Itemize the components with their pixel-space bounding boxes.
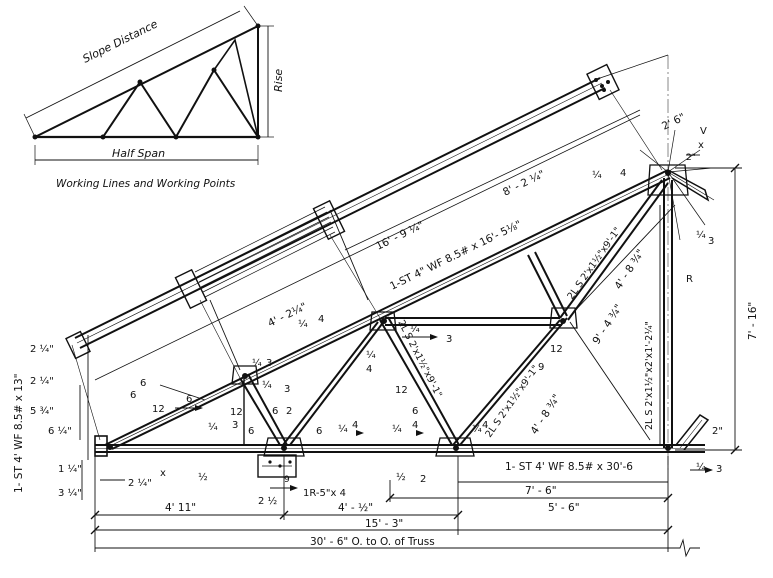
mark-quarter-2: ¼ [298,318,308,330]
dim-web-4-8-b: 4' - 8 ¾" [528,392,563,436]
mark-12-4: 12 [152,404,165,415]
dim-7-6: 7' - 6" [525,485,557,497]
dim-5-6: 5' - 6" [548,502,580,514]
mark-6-1: 6 [248,426,254,437]
mark-quarter-11: ¼ [696,229,706,241]
dim-4-half: 4' - ½" [338,502,373,514]
mark-6-5: 6 [186,394,192,405]
working-lines-inset [23,5,274,165]
mark-quarter-9: ¼ [392,423,402,435]
mark-half-1: ½ [198,471,208,483]
dim-web-9-4: 9' - 4 ¾" [590,302,625,346]
mark-2-1: 2 [286,406,292,417]
dim-left-2-b: 2 ¼" [30,375,54,387]
slope-distance-label: Slope Distance [81,17,160,65]
inset-caption: Working Lines and Working Points [56,178,236,190]
mark-4-2: 4 [318,314,324,325]
dim-left-3: 3 ¼" [58,487,82,499]
dimension-ticks [90,163,740,535]
dim-15-3: 15' - 3" [365,518,403,530]
mark-quarter-4: ¼ [366,349,376,361]
dim-left-1: 1 ¼" [58,463,82,475]
mark-quarter-1: ¼ [592,169,602,181]
mark-4-6: 4 [482,420,488,431]
mark-quarter-12: ¼ [696,461,706,473]
mark-6-7: 6 [130,390,136,401]
dim-2-6: 2' 6" [660,111,687,132]
mark-4-4: 4 [352,420,358,431]
mark-2-2: 2 [420,474,426,485]
dim-right-2: 2" [686,153,696,163]
mark-quarter-10: ¼ [472,423,482,435]
mark-12-3: 12 [550,344,563,355]
dim-overall: 30' - 6" O. to O. of Truss [310,536,435,548]
mark-3-3: 3 [284,384,290,395]
dim-4-11: 4' 11" [165,502,196,514]
dim-web-4-8-a: 4' - 8 ¾" [612,247,647,291]
offset-detail [65,54,669,441]
mark-4-5: 4 [412,420,418,431]
dim-left-6: 6 ¼" [48,425,72,437]
post-label: 2L S 2'x1½"x2'x1'-2¼" [644,321,655,430]
mark-3-4: 3 [232,420,238,431]
rise-label: Rise [272,69,285,92]
half-span-label: Half Span [112,147,165,160]
mark-3-2: 3 [266,358,272,369]
dim-left-5-3: 5 ¾" [30,406,54,417]
dim-plate-2: 2 ½ [258,495,278,507]
mark-quarter-6: ¼ [262,379,272,391]
arrow-marks [195,334,713,491]
mark-quarter-7: ¼ [208,421,218,433]
mark-x-1: x [160,468,166,479]
mark-x-2: x [698,140,704,151]
dim-left-2-a: 2 ¼" [30,343,54,355]
mark-r: R [686,274,693,285]
mark-6-4: 6 [412,406,418,417]
bottom-chord-label: 1- ST 4' WF 8.5# x 30'-6 [505,461,633,473]
mark-12-2: 12 [395,385,408,396]
dim-shoe-2: 2 ¼" [128,477,152,489]
mark-6-6: 6 [140,378,146,389]
mark-4-3: 4 [366,364,372,375]
mark-6-2: 6 [272,406,278,417]
dim-gap-2: 2" [712,426,723,437]
mark-6-3: 6 [316,426,322,437]
mark-v: V [700,126,707,137]
dim-rise: 7' - 16" [747,302,759,340]
mark-12-1: 12 [230,407,243,418]
mark-9-1: 9 [538,362,544,373]
mark-3-6: 3 [716,464,722,475]
truss-body [94,55,715,478]
mark-quarter-3: ¼ [410,323,420,335]
mark-4-1: 4 [620,168,626,179]
end-member-label: 1- ST 4' WF 8.5# x 13" [13,374,25,493]
mark-quarter-8: ¼ [338,423,348,435]
plate-label: 1R-5"x 4 [303,488,346,499]
mark-3-1: 3 [446,334,452,345]
mark-quarter-5: ¼ [252,357,262,369]
mark-half-2: ½ [396,471,406,483]
dimension-lines [79,154,742,558]
mark-3-5: 3 [708,236,714,247]
mark-9-plate: 9 [284,475,290,485]
